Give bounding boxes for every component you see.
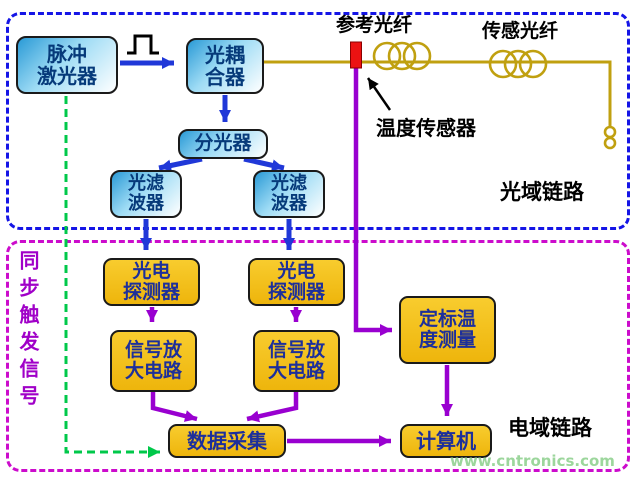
amplifier-box-left: 信号放 大电路 [110,330,197,392]
amplifier-box-right: 信号放 大电路 [253,330,340,392]
computer-box: 计算机 [400,424,492,458]
splitter-box: 分光器 [178,129,268,159]
optical-domain-region [6,12,630,230]
optical-filter-box-left: 光滤 波器 [110,170,182,218]
sensing-fiber-label: 传感光纤 [482,20,559,42]
pulse-laser-box: 脉冲 激光器 [16,36,118,94]
data-acquisition-box: 数据采集 [168,424,286,458]
sync-trigger-label: 同步触发信号 [16,250,40,412]
calibration-box: 定标温 度测量 [399,296,496,364]
optical-coupler-box: 光耦 合器 [186,38,264,94]
temperature-sensor-label: 温度传感器 [376,116,476,140]
optical-domain-label: 光域链路 [500,180,584,204]
optical-filter-box-right: 光滤 波器 [253,170,325,218]
photodetector-box-left: 光电 探测器 [103,258,200,306]
watermark-text: www.cntronics.com [450,452,615,470]
electrical-domain-region [6,240,630,472]
reference-fiber-label: 参考光纤 [336,14,413,36]
photodetector-box-right: 光电 探测器 [248,258,345,306]
electrical-domain-label: 电域链路 [508,416,592,440]
